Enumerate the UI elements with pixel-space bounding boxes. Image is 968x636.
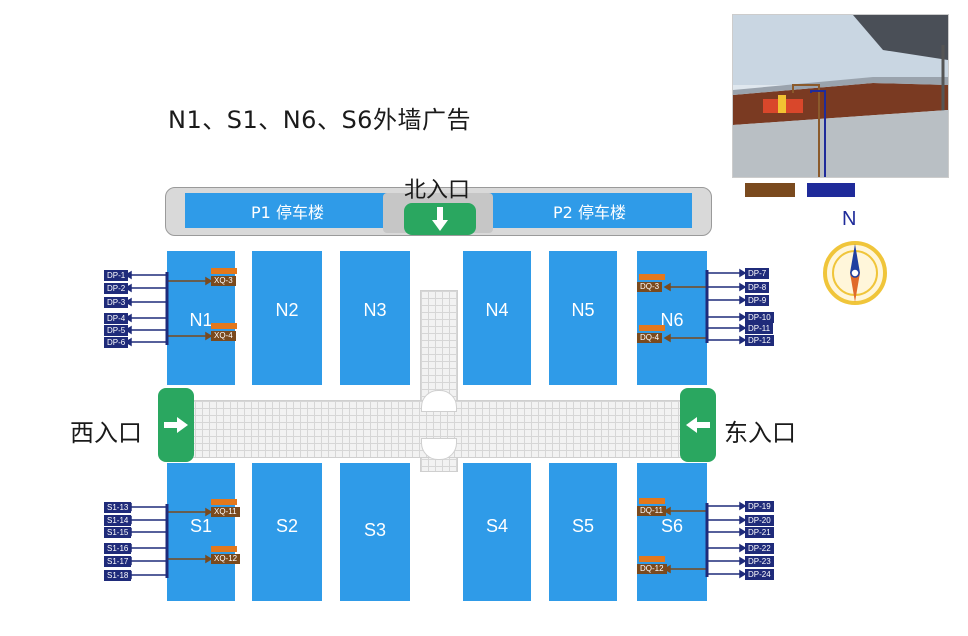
dp-tag: DP-21	[745, 527, 774, 538]
size-label-chip	[211, 268, 237, 274]
hall-s4[interactable]: S4	[463, 463, 531, 601]
west-entrance-label: 西入口	[70, 419, 142, 447]
xq-tag: XQ-11	[211, 507, 240, 517]
hall-n6[interactable]: N6	[637, 251, 707, 385]
dp-tag: DP-4	[104, 313, 129, 324]
dp-tag: DP-10	[745, 312, 774, 323]
hall-label: S3	[363, 519, 387, 540]
venue-photo	[732, 14, 949, 178]
dp-tag: S1-17	[104, 556, 132, 567]
dp-tag: DP-5	[104, 325, 129, 336]
parking-p2: P2 停车楼	[487, 193, 692, 228]
navy-legend-bar	[807, 183, 855, 197]
dp-tag: DP-23	[745, 556, 774, 567]
hall-label: N1	[189, 309, 213, 330]
size-label-chip	[211, 546, 237, 552]
brown-legend-bar	[745, 183, 795, 197]
dp-tag: DP-22	[745, 543, 774, 554]
west-entrance-marker	[158, 388, 194, 462]
parking-p1: P1 停车楼	[185, 193, 390, 228]
hall-n2[interactable]: N2	[252, 251, 322, 385]
hall-label: S4	[485, 515, 509, 536]
dq-tag: DQ-12	[637, 564, 667, 574]
dp-tag: DP-9	[745, 295, 770, 306]
size-label-chip	[639, 556, 665, 562]
dq-tag: DQ-3	[637, 282, 663, 292]
hall-n4[interactable]: N4	[463, 251, 531, 385]
dp-tag: DP-11	[745, 323, 774, 334]
dp-tag: DP-24	[745, 569, 774, 580]
size-label-chip	[211, 499, 237, 505]
dp-tag: DP-20	[745, 515, 774, 526]
hall-s3[interactable]: S3	[340, 463, 410, 601]
dp-tag: DP-3	[104, 297, 129, 308]
east-entrance-label: 东入口	[724, 419, 796, 447]
dq-tag: DQ-11	[637, 506, 666, 516]
dp-tag: S1-14	[104, 515, 132, 526]
east-entrance-marker	[680, 388, 716, 462]
hall-label: S2	[275, 515, 299, 536]
hall-n3[interactable]: N3	[340, 251, 410, 385]
dp-tag: S1-15	[104, 527, 132, 538]
size-label-chip	[639, 498, 665, 504]
hall-s6[interactable]: S6	[637, 463, 707, 601]
dp-tag: DP-2	[104, 283, 129, 294]
compass-icon	[823, 241, 887, 305]
north-entrance-marker	[404, 203, 476, 235]
hall-n5[interactable]: N5	[549, 251, 617, 385]
dp-tag: DP-6	[104, 337, 129, 348]
dp-tag: S1-16	[104, 543, 132, 554]
size-label-chip	[639, 274, 665, 280]
size-label-chip	[211, 323, 237, 329]
hall-label: N2	[275, 299, 299, 320]
hall-s1[interactable]: S1	[167, 463, 235, 601]
dp-tag: DP-1	[104, 270, 129, 281]
dp-tag: DP-8	[745, 282, 770, 293]
dp-tag: DP-7	[745, 268, 770, 279]
hall-label: S5	[571, 515, 595, 536]
dp-tag: S1-13	[104, 502, 132, 513]
dp-tag: DP-12	[745, 335, 774, 346]
arrow-down-icon	[432, 207, 448, 231]
dp-tag: DP-19	[745, 501, 774, 512]
hall-label: N6	[660, 309, 684, 330]
xq-tag: XQ-3	[211, 276, 236, 286]
hall-label: N4	[485, 299, 509, 320]
hall-label: S6	[660, 515, 684, 536]
hall-s5[interactable]: S5	[549, 463, 617, 601]
hall-s2[interactable]: S2	[252, 463, 322, 601]
xq-tag: XQ-4	[211, 331, 236, 341]
size-label-chip	[639, 325, 665, 331]
dq-tag: DQ-4	[637, 333, 663, 343]
hall-label: N3	[363, 299, 387, 320]
compass-label: N	[842, 208, 857, 230]
dp-tag: S1-18	[104, 570, 132, 581]
arrow-right-icon	[164, 417, 188, 433]
arrow-left-icon	[686, 417, 710, 433]
xq-tag: XQ-12	[211, 554, 241, 564]
hall-label: N5	[571, 299, 595, 320]
hall-label: S1	[189, 515, 213, 536]
map-title: N1、S1、N6、S6外墙广告	[168, 106, 471, 134]
north-entrance-label: 北入口	[404, 178, 471, 203]
